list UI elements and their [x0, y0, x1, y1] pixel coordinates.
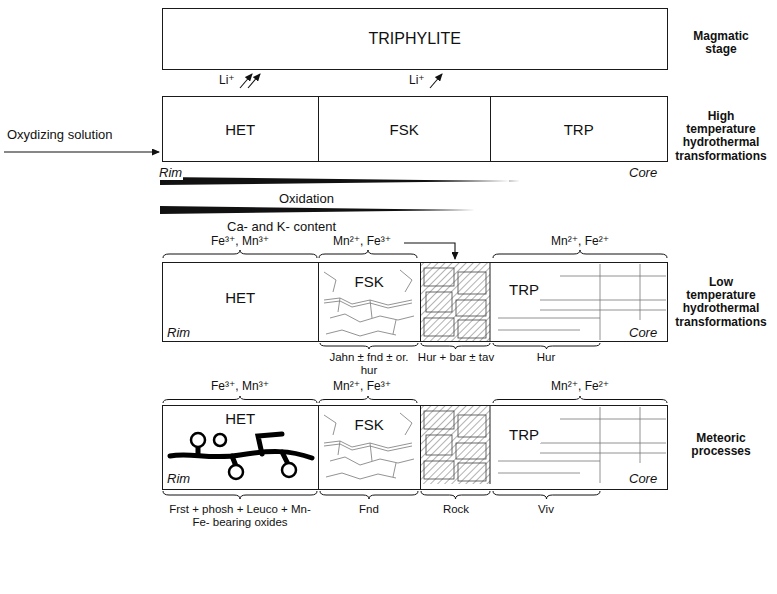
brace — [421, 343, 490, 349]
brace — [163, 250, 317, 258]
zone-name: TRIPHYLITE — [366, 30, 462, 48]
brace — [493, 250, 667, 258]
zone-name: FSK — [388, 121, 421, 138]
annotation: Viv — [537, 503, 555, 516]
zone-name: HET — [223, 121, 257, 138]
zone-name: FSK — [353, 273, 386, 290]
rim-core-label: Rim — [166, 326, 191, 340]
zone-name: TRP — [507, 281, 541, 298]
annotation: Mn²⁺, Fe²⁺ — [550, 235, 610, 248]
rim-core-label: Rim — [166, 472, 191, 486]
stage-label: Magmatic stage — [692, 30, 749, 56]
rim-core-label: Core — [628, 472, 658, 486]
annotation: Mn²⁺, Fe²⁺ — [550, 380, 610, 393]
brace — [163, 396, 317, 403]
brace — [493, 491, 600, 499]
mineral-zone-box: TRP — [490, 96, 668, 162]
annotation: Oxidation — [278, 192, 335, 206]
annotation: Frst + phosh + Leuco + Mn- Fe- bearing o… — [159, 503, 321, 528]
brace — [163, 491, 317, 499]
annotation: Oxydizing solution — [6, 128, 114, 142]
annotation: Fnd — [358, 503, 380, 516]
annotation: Ca- and K- content — [226, 220, 337, 234]
rim-core-label: Core — [628, 166, 658, 180]
brace — [319, 250, 417, 258]
brace — [320, 491, 418, 499]
mineral-zone-box: FSK — [318, 405, 421, 490]
zone-name: HET — [223, 289, 257, 306]
mineral-zone-box: HET — [162, 96, 319, 162]
mineral-zone-box: FSK — [318, 262, 421, 342]
annotation: Hur + bar ± tav — [417, 351, 495, 364]
annotation: Rock — [442, 503, 470, 516]
annotation: Li⁺ — [218, 74, 236, 87]
brace — [320, 343, 418, 349]
brace — [421, 491, 490, 499]
brace — [493, 396, 667, 403]
zone-name: HET — [223, 410, 257, 427]
stage-label: Low temperature hydrothermal transformat… — [674, 276, 767, 329]
brace — [493, 343, 600, 349]
annotation: Hur — [536, 351, 557, 364]
annotation: Fe³⁺, Mn³⁺ — [210, 380, 270, 393]
annotation: Li⁺ — [408, 74, 426, 87]
zone-name: TRP — [507, 426, 541, 443]
zone-name: TRP — [562, 121, 596, 138]
rim-core-label: Core — [628, 326, 658, 340]
brace — [319, 396, 417, 403]
mineral-zone-box: FSK — [318, 96, 491, 162]
stage-label: Meteoric processes — [690, 432, 751, 458]
rim-core-label: Rim — [158, 166, 183, 180]
annotation: Fe³⁺, Mn³⁺ — [210, 235, 270, 248]
annotation: Mn²⁺, Fe³⁺ — [332, 235, 392, 248]
zone-name: FSK — [353, 416, 386, 433]
annotation: Jahn ± fnd ± or. hur — [321, 351, 417, 376]
annotation: Mn²⁺, Fe³⁺ — [332, 380, 392, 393]
stage-label: High temperature hydrothermal transforma… — [674, 110, 767, 163]
mineral-zone-box: TRIPHYLITE — [162, 8, 668, 70]
